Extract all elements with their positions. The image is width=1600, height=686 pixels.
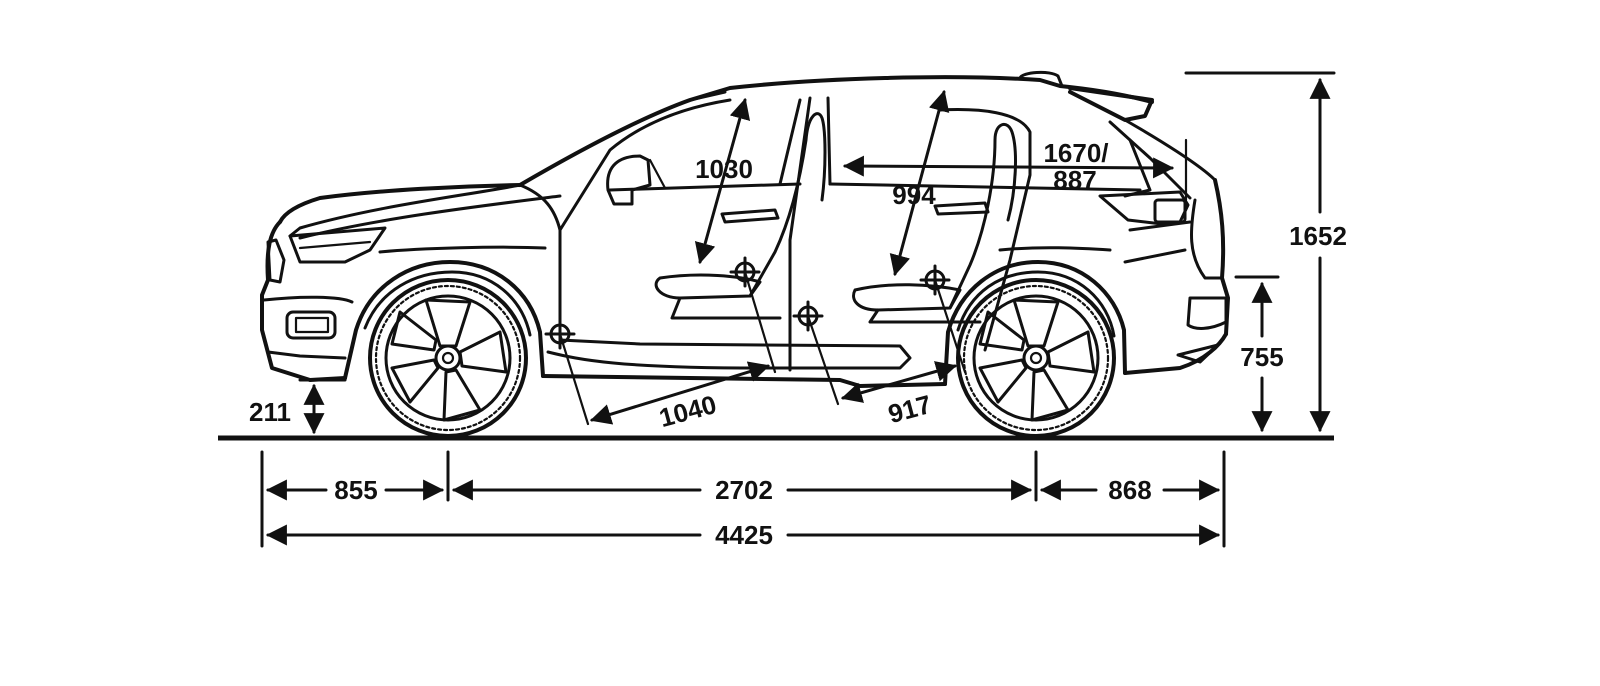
exterior-dimension-lines [260, 71, 1336, 548]
wheelbase-label: 2702 [715, 475, 773, 505]
overall-length-label: 4425 [715, 520, 773, 550]
front-wheel [368, 278, 528, 438]
ground-clearance-label: 211 [249, 397, 291, 427]
front-overhang-label: 855 [334, 475, 377, 505]
rear-wheel [956, 278, 1116, 438]
seat-reference-points [544, 256, 951, 350]
front-headroom-label: 1030 [695, 154, 753, 184]
cargo-length-label-line1: 1670/ [1043, 138, 1108, 168]
load-sill-height-label: 755 [1240, 342, 1283, 372]
rear-overhang-label: 868 [1108, 475, 1151, 505]
rear-legroom-label: 917 [885, 389, 935, 429]
overall-height-label: 1652 [1289, 221, 1347, 251]
rear-headroom-label: 994 [892, 180, 936, 210]
cargo-length-label-line2: 887 [1053, 165, 1096, 195]
interior-dimension-lines [558, 89, 1188, 426]
front-legroom-label: 1040 [656, 389, 720, 433]
car-outline [260, 70, 1230, 388]
